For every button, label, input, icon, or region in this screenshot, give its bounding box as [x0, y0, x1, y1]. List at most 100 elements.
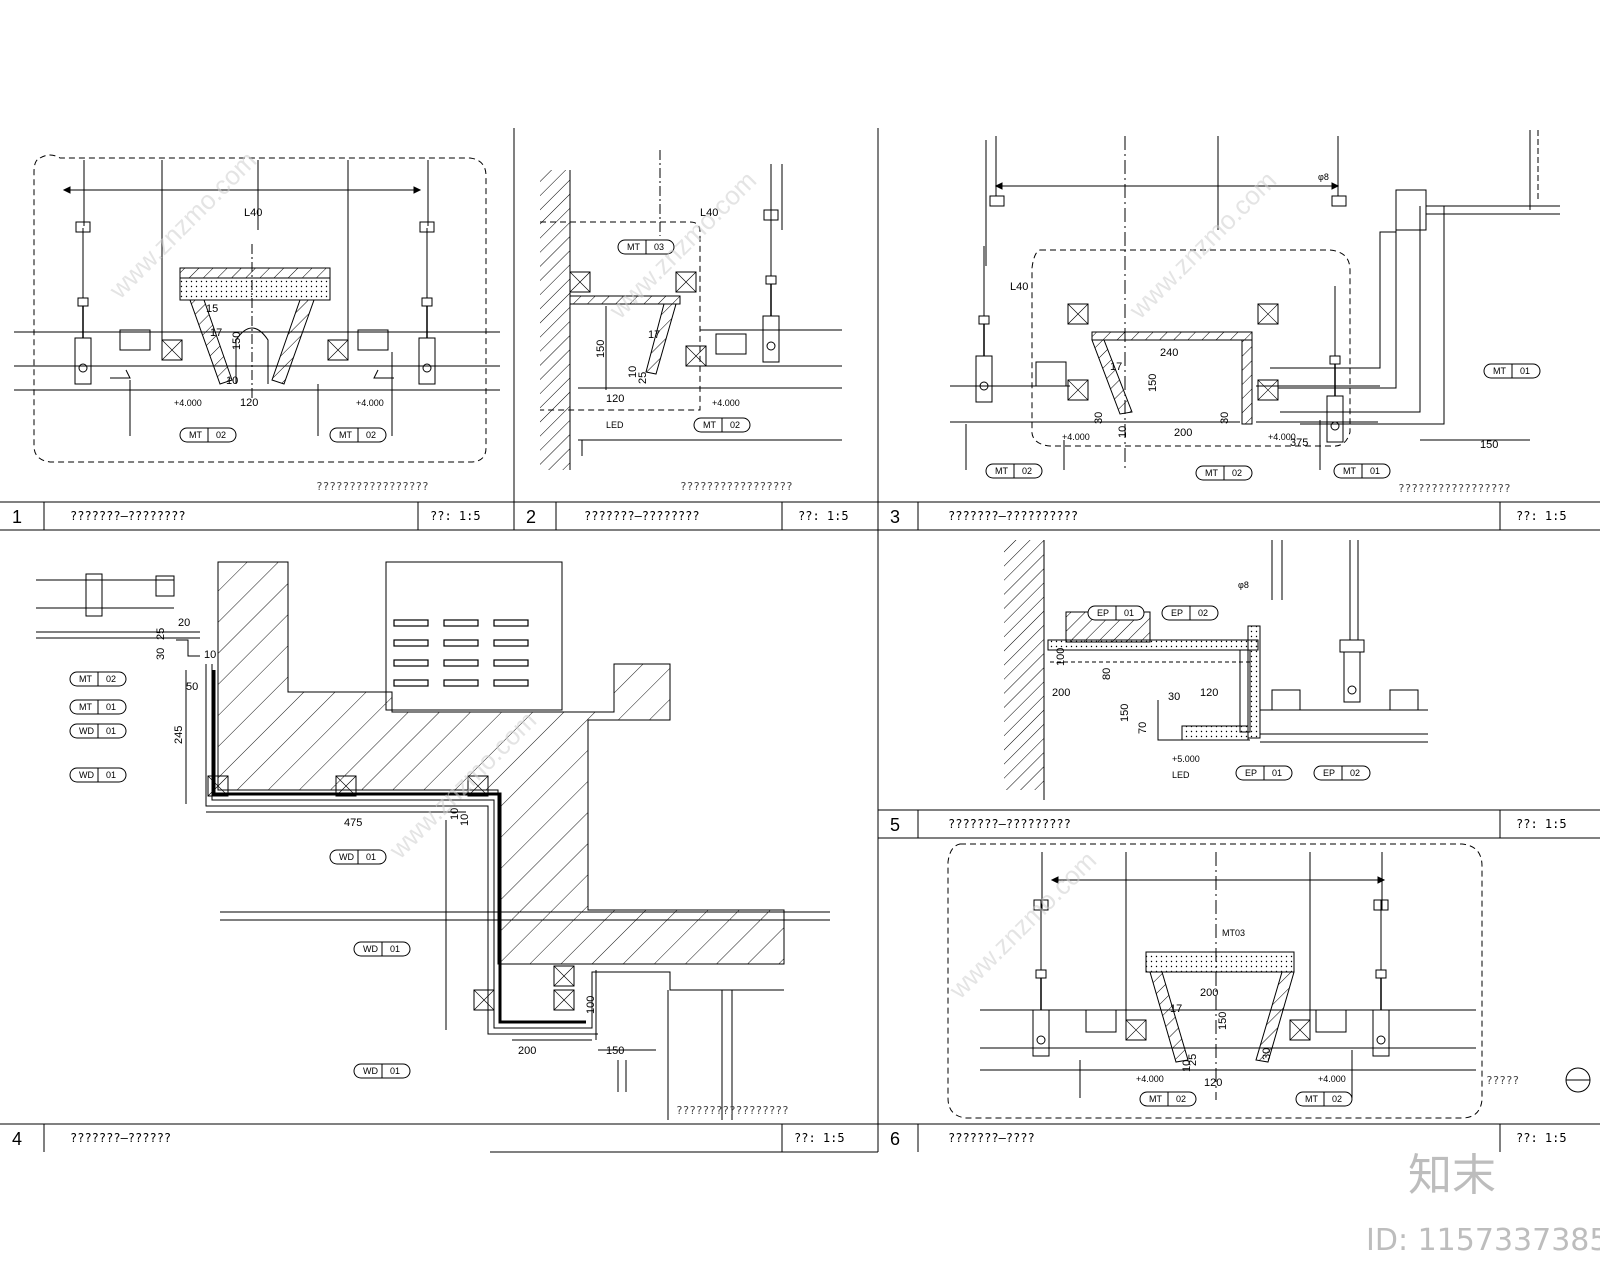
dim-200: 200	[1174, 427, 1192, 439]
tag-mt02: MT 02	[1195, 465, 1253, 481]
dim-150: 150	[1217, 1012, 1229, 1030]
dim-375: 375	[1290, 437, 1308, 449]
detail-note: ?????????????????	[1398, 482, 1511, 495]
led-label: LED	[606, 420, 624, 430]
svg-text:EP: EP	[1097, 608, 1109, 618]
dim-17: 17	[1110, 361, 1122, 373]
url-watermark: www.znzmo.com	[942, 845, 1102, 1005]
panel-title: ???????—????????	[70, 509, 186, 523]
panel-scale: ??: 1:5	[1516, 509, 1567, 523]
svg-text:WD: WD	[79, 770, 94, 780]
panel-number: 4	[12, 1129, 22, 1149]
dim-150: 150	[606, 1045, 624, 1057]
level-4000-right: +4.000	[1268, 432, 1296, 442]
panel-scale: ??: 1:5	[1516, 817, 1567, 831]
panel-number: 1	[12, 507, 22, 527]
dim-30: 30	[1261, 1048, 1273, 1060]
panel-number: 2	[526, 507, 536, 527]
revision-cloud	[33, 154, 487, 463]
detail-1: L40 15 150 10 120 +4.000 +4.000 17	[14, 154, 500, 463]
tag-mt02: MT 02	[1295, 1091, 1353, 1107]
tag-wd01: WD 01	[353, 941, 411, 957]
dim-10: 10	[1117, 426, 1129, 438]
title-bar-6: 6 ???????—???? ??: 1:5	[890, 1129, 1567, 1149]
detail-6: 200 150 17 25 10 30 120 +4.000 +4.000 MT…	[947, 843, 1591, 1119]
tag-mt02: MT 02	[693, 417, 751, 433]
dim-240: 240	[1160, 347, 1178, 359]
svg-text:02: 02	[730, 420, 740, 430]
dim-100: 100	[1055, 648, 1067, 666]
dim-20: 20	[178, 617, 190, 629]
dim-10: 10	[459, 814, 471, 826]
svg-text:01: 01	[366, 852, 376, 862]
tag-mt02: MT 02	[69, 671, 127, 687]
panel-scale: ??: 1:5	[430, 509, 481, 523]
dim-120: 120	[606, 393, 624, 405]
svg-text:MT: MT	[79, 674, 92, 684]
dim-17: 17	[210, 327, 222, 339]
tag-wd01: WD 01	[69, 767, 127, 783]
svg-text:MT: MT	[1149, 1094, 1162, 1104]
panel-grid	[0, 128, 1600, 1153]
detail-4-tags: MT 02 MT 01 WD 01 WD 01 WD 01 WD 01	[69, 671, 789, 1117]
dim-17: 17	[648, 329, 660, 341]
dim-200: 200	[518, 1045, 536, 1057]
svg-text:01: 01	[106, 702, 116, 712]
svg-text:MT: MT	[1343, 466, 1356, 476]
svg-text:02: 02	[1198, 608, 1208, 618]
dim-25: 25	[155, 628, 167, 640]
dim-10: 10	[204, 649, 216, 661]
svg-text:WD: WD	[339, 852, 354, 862]
svg-text:02: 02	[1332, 1094, 1342, 1104]
brand-watermark: 知末	[1408, 1150, 1496, 1201]
svg-text:MT: MT	[79, 702, 92, 712]
dim-l40: L40	[700, 207, 718, 219]
tag-mt01: MT 01	[69, 699, 127, 715]
dim-phi8: φ8	[1238, 580, 1249, 590]
tag-mt02: MT 02	[179, 427, 237, 443]
level-4000-left: +4.000	[174, 398, 202, 408]
tag-ep02: EP 02	[1313, 765, 1371, 781]
side-note: ?????	[1486, 1074, 1519, 1087]
svg-text:01: 01	[1124, 608, 1134, 618]
detail-note: ?????????????????	[680, 480, 793, 493]
svg-text:WD: WD	[363, 1066, 378, 1076]
svg-text:01: 01	[1272, 768, 1282, 778]
dim-phi8: φ8	[1318, 172, 1329, 182]
detail-2: L40 150 120 10 25 17 +4.000 LED	[540, 150, 842, 470]
svg-text:01: 01	[1520, 366, 1530, 376]
level-4000-left: +4.000	[1136, 1074, 1164, 1084]
dim-l40: L40	[1010, 281, 1028, 293]
svg-text:02: 02	[1232, 468, 1242, 478]
panel-number: 3	[890, 507, 900, 527]
panel-title: ???????—??????	[70, 1131, 171, 1145]
detail-6-tags: MT 02 MT 02 ?????	[1139, 1074, 1519, 1107]
dim-17: 17	[1170, 1003, 1182, 1015]
svg-text:01: 01	[106, 726, 116, 736]
panel-title: ???????—??????????	[948, 509, 1078, 523]
dim-l40: L40	[244, 207, 262, 219]
svg-text:01: 01	[106, 770, 116, 780]
title-bar-4: 4 ???????—?????? ??: 1:5	[12, 1129, 845, 1149]
dim-150: 150	[1147, 374, 1159, 392]
detail-5: 200 120 80 30 150 70 100 +5.000 φ8 LED	[1004, 540, 1428, 800]
svg-text:02: 02	[1022, 466, 1032, 476]
dim-100: 100	[585, 996, 597, 1014]
dim-150: 150	[231, 332, 243, 350]
detail-2-tags: MT 03 MT 02 ?????????????????	[617, 239, 793, 493]
svg-text:WD: WD	[79, 726, 94, 736]
level-5000: +5.000	[1172, 754, 1200, 764]
svg-text:01: 01	[390, 944, 400, 954]
dim-15: 15	[206, 303, 218, 315]
dim-120: 120	[1204, 1077, 1222, 1089]
svg-text:MT: MT	[703, 420, 716, 430]
svg-text:02: 02	[1176, 1094, 1186, 1104]
title-bar-1: 1 ???????—???????? ??: 1:5	[12, 507, 481, 527]
detail-note: ?????????????????	[676, 1104, 789, 1117]
title-bar-3: 3 ???????—?????????? ??: 1:5	[890, 507, 1567, 527]
dim-200: 200	[1200, 987, 1218, 999]
mt03-label: MT03	[1222, 928, 1245, 938]
tag-wd01: WD 01	[69, 723, 127, 739]
svg-text:02: 02	[366, 430, 376, 440]
